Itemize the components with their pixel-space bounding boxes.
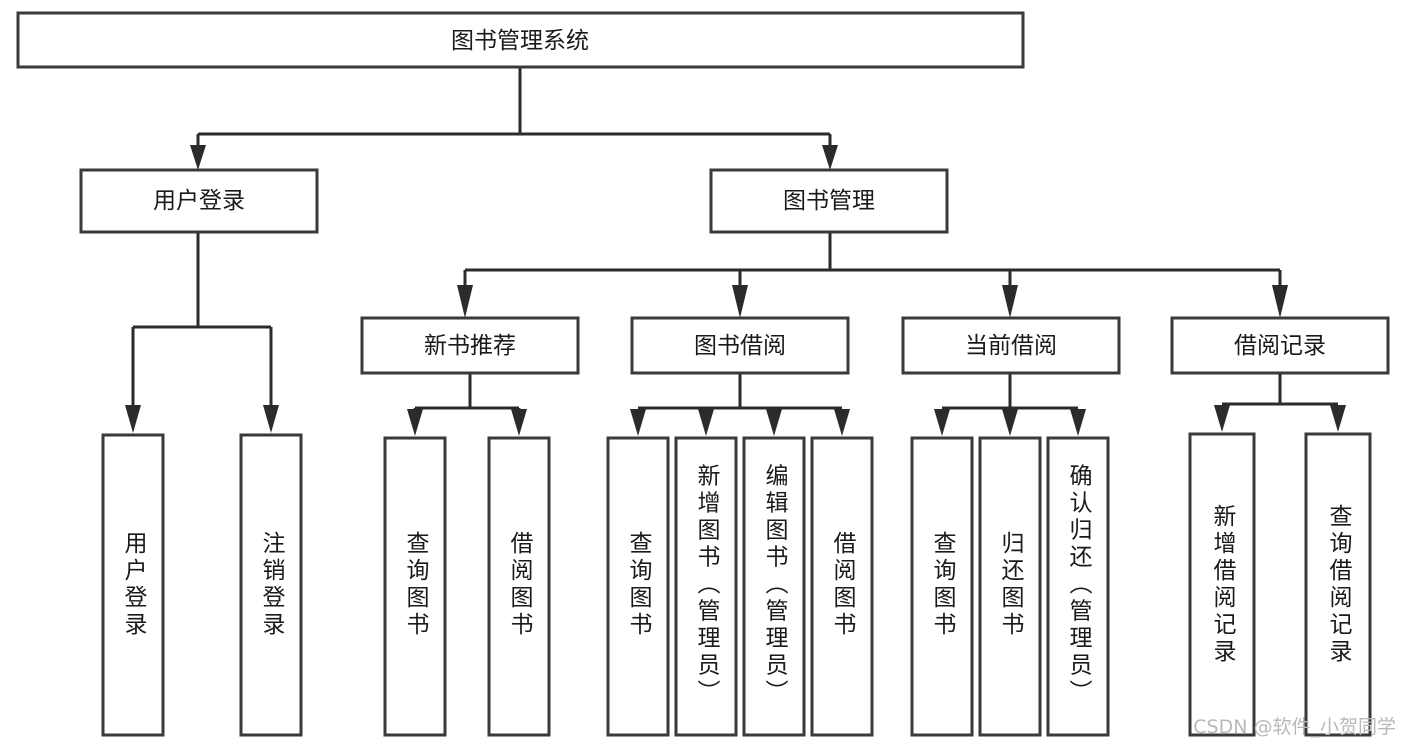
- node-book-manage-box[interactable]: [709, 168, 949, 234]
- node-book-borrow-label: 图书借阅: [694, 333, 786, 359]
- csdn-watermark: CSDN @软件_小贺同学: [1193, 716, 1396, 738]
- node-user-login-box[interactable]: [79, 168, 319, 234]
- node-leaf-cur-confirm-box[interactable]: [1046, 436, 1110, 737]
- node-new-book-rec-box[interactable]: [360, 316, 580, 375]
- connector-group-new-book-rec: [407, 373, 527, 436]
- node-root[interactable]: 图书管理系统: [16, 11, 1025, 69]
- arrow-head-leaf-user-login: [125, 405, 141, 433]
- node-leaf-user-login[interactable]: 用户登录: [101, 433, 165, 737]
- node-current-borrow-box[interactable]: [901, 316, 1121, 375]
- node-leaf-rec-borrow-label: 借阅图书: [506, 531, 534, 639]
- node-borrow-record-label: 借阅记录: [1234, 333, 1326, 359]
- connector-group-borrow-record: [1214, 373, 1346, 432]
- arrow-head-leaf-cur-query: [934, 409, 950, 436]
- connector-group-root: [190, 67, 838, 170]
- node-leaf-cur-query-label: 查询图书: [929, 531, 957, 639]
- arrow-head-leaf-cur-confirm: [1070, 409, 1086, 436]
- node-leaf-rec-query-box[interactable]: [383, 436, 447, 737]
- arrow-head-user-login: [190, 145, 206, 170]
- node-leaf-user-logout-label: 注销登录: [258, 531, 286, 639]
- node-current-borrow[interactable]: 当前借阅: [901, 316, 1121, 375]
- node-leaf-rec-borrow[interactable]: 借阅图书: [487, 436, 551, 737]
- node-leaf-user-login-box[interactable]: [101, 433, 165, 737]
- node-user-login[interactable]: 用户登录: [79, 168, 319, 234]
- node-leaf-rec-search-label: 查询借阅记录: [1325, 504, 1353, 666]
- node-leaf-user-logout-box[interactable]: [239, 433, 303, 737]
- node-new-book-rec-label: 新书推荐: [424, 333, 516, 359]
- node-leaf-user-logout[interactable]: 注销登录: [239, 433, 303, 737]
- node-leaf-rec-query-label: 查询图书: [402, 531, 430, 639]
- node-leaf-cur-return[interactable]: 归还图书: [978, 436, 1042, 737]
- arrow-head-book-manage: [822, 145, 838, 170]
- node-leaf-borrow-edit-label: 编辑图书（管理员）: [761, 464, 789, 707]
- node-leaf-borrow-do-label: 借阅图书: [829, 531, 857, 639]
- node-book-manage[interactable]: 图书管理: [709, 168, 949, 234]
- arrow-head-leaf-borrow-do: [834, 409, 850, 436]
- node-leaf-cur-confirm[interactable]: 确认归还（管理员）: [1046, 436, 1110, 737]
- node-root-box[interactable]: [16, 11, 1025, 69]
- node-leaf-borrow-do[interactable]: 借阅图书: [810, 436, 874, 737]
- node-leaf-borrow-edit[interactable]: 编辑图书（管理员）: [742, 436, 806, 737]
- node-leaf-cur-confirm-label: 确认归还（管理员）: [1065, 464, 1093, 707]
- node-root-label: 图书管理系统: [451, 28, 589, 54]
- node-leaf-borrow-query-label: 查询图书: [625, 531, 653, 639]
- node-new-book-rec[interactable]: 新书推荐: [360, 316, 580, 375]
- node-leaf-cur-query-box[interactable]: [910, 436, 974, 737]
- node-leaf-rec-add-box[interactable]: [1188, 432, 1256, 737]
- arrow-head-leaf-cur-return: [1002, 409, 1018, 436]
- node-leaf-rec-add[interactable]: 新增借阅记录: [1188, 432, 1256, 737]
- node-leaf-borrow-query[interactable]: 查询图书: [606, 436, 670, 737]
- connector-group-book-borrow: [630, 373, 850, 436]
- arrow-head-leaf-user-logout: [263, 405, 279, 433]
- arrow-head-leaf-borrow-query: [630, 409, 646, 436]
- node-current-borrow-label: 当前借阅: [965, 333, 1057, 359]
- arrow-head-leaf-borrow-edit: [766, 409, 782, 436]
- node-book-borrow[interactable]: 图书借阅: [630, 316, 850, 375]
- node-leaf-user-login-label: 用户登录: [120, 531, 148, 639]
- arrow-head-leaf-rec-search: [1330, 405, 1346, 432]
- node-leaf-borrow-add[interactable]: 新增图书（管理员）: [674, 436, 738, 737]
- node-user-login-label: 用户登录: [153, 188, 245, 214]
- arrow-head-leaf-borrow-add: [698, 409, 714, 436]
- node-leaf-borrow-do-box[interactable]: [810, 436, 874, 737]
- node-leaf-rec-search[interactable]: 查询借阅记录: [1304, 432, 1372, 737]
- connector-group-book-manage: [457, 232, 1288, 318]
- connector-group-current-borrow: [934, 373, 1086, 436]
- node-book-manage-label: 图书管理: [783, 188, 875, 214]
- node-leaf-rec-add-label: 新增借阅记录: [1209, 504, 1237, 666]
- arrow-head-leaf-rec-query: [407, 409, 423, 436]
- node-leaf-cur-return-label: 归还图书: [997, 531, 1025, 639]
- arrow-head-book-borrow: [732, 285, 748, 318]
- connector-group-user-login: [125, 232, 279, 433]
- node-leaf-rec-borrow-box[interactable]: [487, 436, 551, 737]
- node-borrow-record-box[interactable]: [1170, 316, 1390, 375]
- arrow-head-new-book-rec: [457, 285, 473, 318]
- node-borrow-record[interactable]: 借阅记录: [1170, 316, 1390, 375]
- node-book-borrow-box[interactable]: [630, 316, 850, 375]
- node-leaf-borrow-edit-box[interactable]: [742, 436, 806, 737]
- arrow-head-current-borrow: [1002, 285, 1018, 318]
- arrow-head-leaf-rec-add: [1214, 405, 1230, 432]
- node-leaf-cur-query[interactable]: 查询图书: [910, 436, 974, 737]
- node-leaf-cur-return-box[interactable]: [978, 436, 1042, 737]
- node-leaf-borrow-query-box[interactable]: [606, 436, 670, 737]
- node-leaf-borrow-add-label: 新增图书（管理员）: [693, 464, 721, 707]
- node-leaf-borrow-add-box[interactable]: [674, 436, 738, 737]
- node-leaf-rec-search-box[interactable]: [1304, 432, 1372, 737]
- arrow-head-leaf-rec-borrow: [511, 409, 527, 436]
- arrow-head-borrow-record: [1272, 285, 1288, 318]
- node-leaf-rec-query[interactable]: 查询图书: [383, 436, 447, 737]
